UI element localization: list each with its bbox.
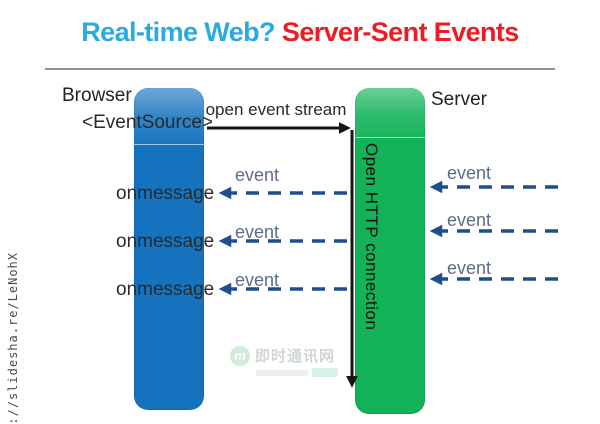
browser-bar-gloss bbox=[134, 88, 204, 145]
onmessage-label-1: onmessage bbox=[116, 183, 215, 204]
onmessage-label-2: onmessage bbox=[116, 231, 215, 252]
title-part-realtime-web: Real-time Web? bbox=[81, 17, 275, 47]
watermark-m-icon: m bbox=[230, 345, 250, 366]
watermark-subtext-chip bbox=[312, 368, 338, 377]
onmessage-label-3: onmessage bbox=[116, 279, 215, 300]
eventsource-label: <EventSource> bbox=[82, 112, 213, 133]
slideshare-url: http://slidesha.re/LeNohX bbox=[6, 252, 20, 424]
title-part-server-sent-events: Server-Sent Events bbox=[281, 17, 519, 47]
open-http-connection-label: Open HTTP connection bbox=[362, 143, 381, 331]
event-label-left-1: event bbox=[234, 165, 280, 185]
server-bar-gloss bbox=[355, 88, 425, 138]
server-lifeline-bar bbox=[355, 88, 425, 414]
browser-label: Browser bbox=[62, 85, 132, 106]
event-label-right-2: event bbox=[446, 210, 492, 230]
event-label-left-3: event bbox=[234, 270, 280, 290]
event-label-left-2: event bbox=[234, 222, 280, 242]
page-title: Real-time Web?Server-Sent Events bbox=[0, 17, 600, 48]
open-event-stream-label: open event stream bbox=[205, 100, 347, 119]
title-divider bbox=[45, 68, 555, 70]
watermark-subtext bbox=[256, 368, 340, 377]
event-label-right-3: event bbox=[446, 258, 492, 278]
watermark: m 即时通讯网 bbox=[230, 345, 340, 377]
browser-lifeline-bar bbox=[134, 88, 204, 410]
event-label-right-1: event bbox=[446, 163, 492, 183]
watermark-text: 即时通讯网 bbox=[255, 348, 336, 365]
watermark-subtext-strip bbox=[256, 369, 308, 376]
server-label: Server bbox=[431, 89, 487, 110]
